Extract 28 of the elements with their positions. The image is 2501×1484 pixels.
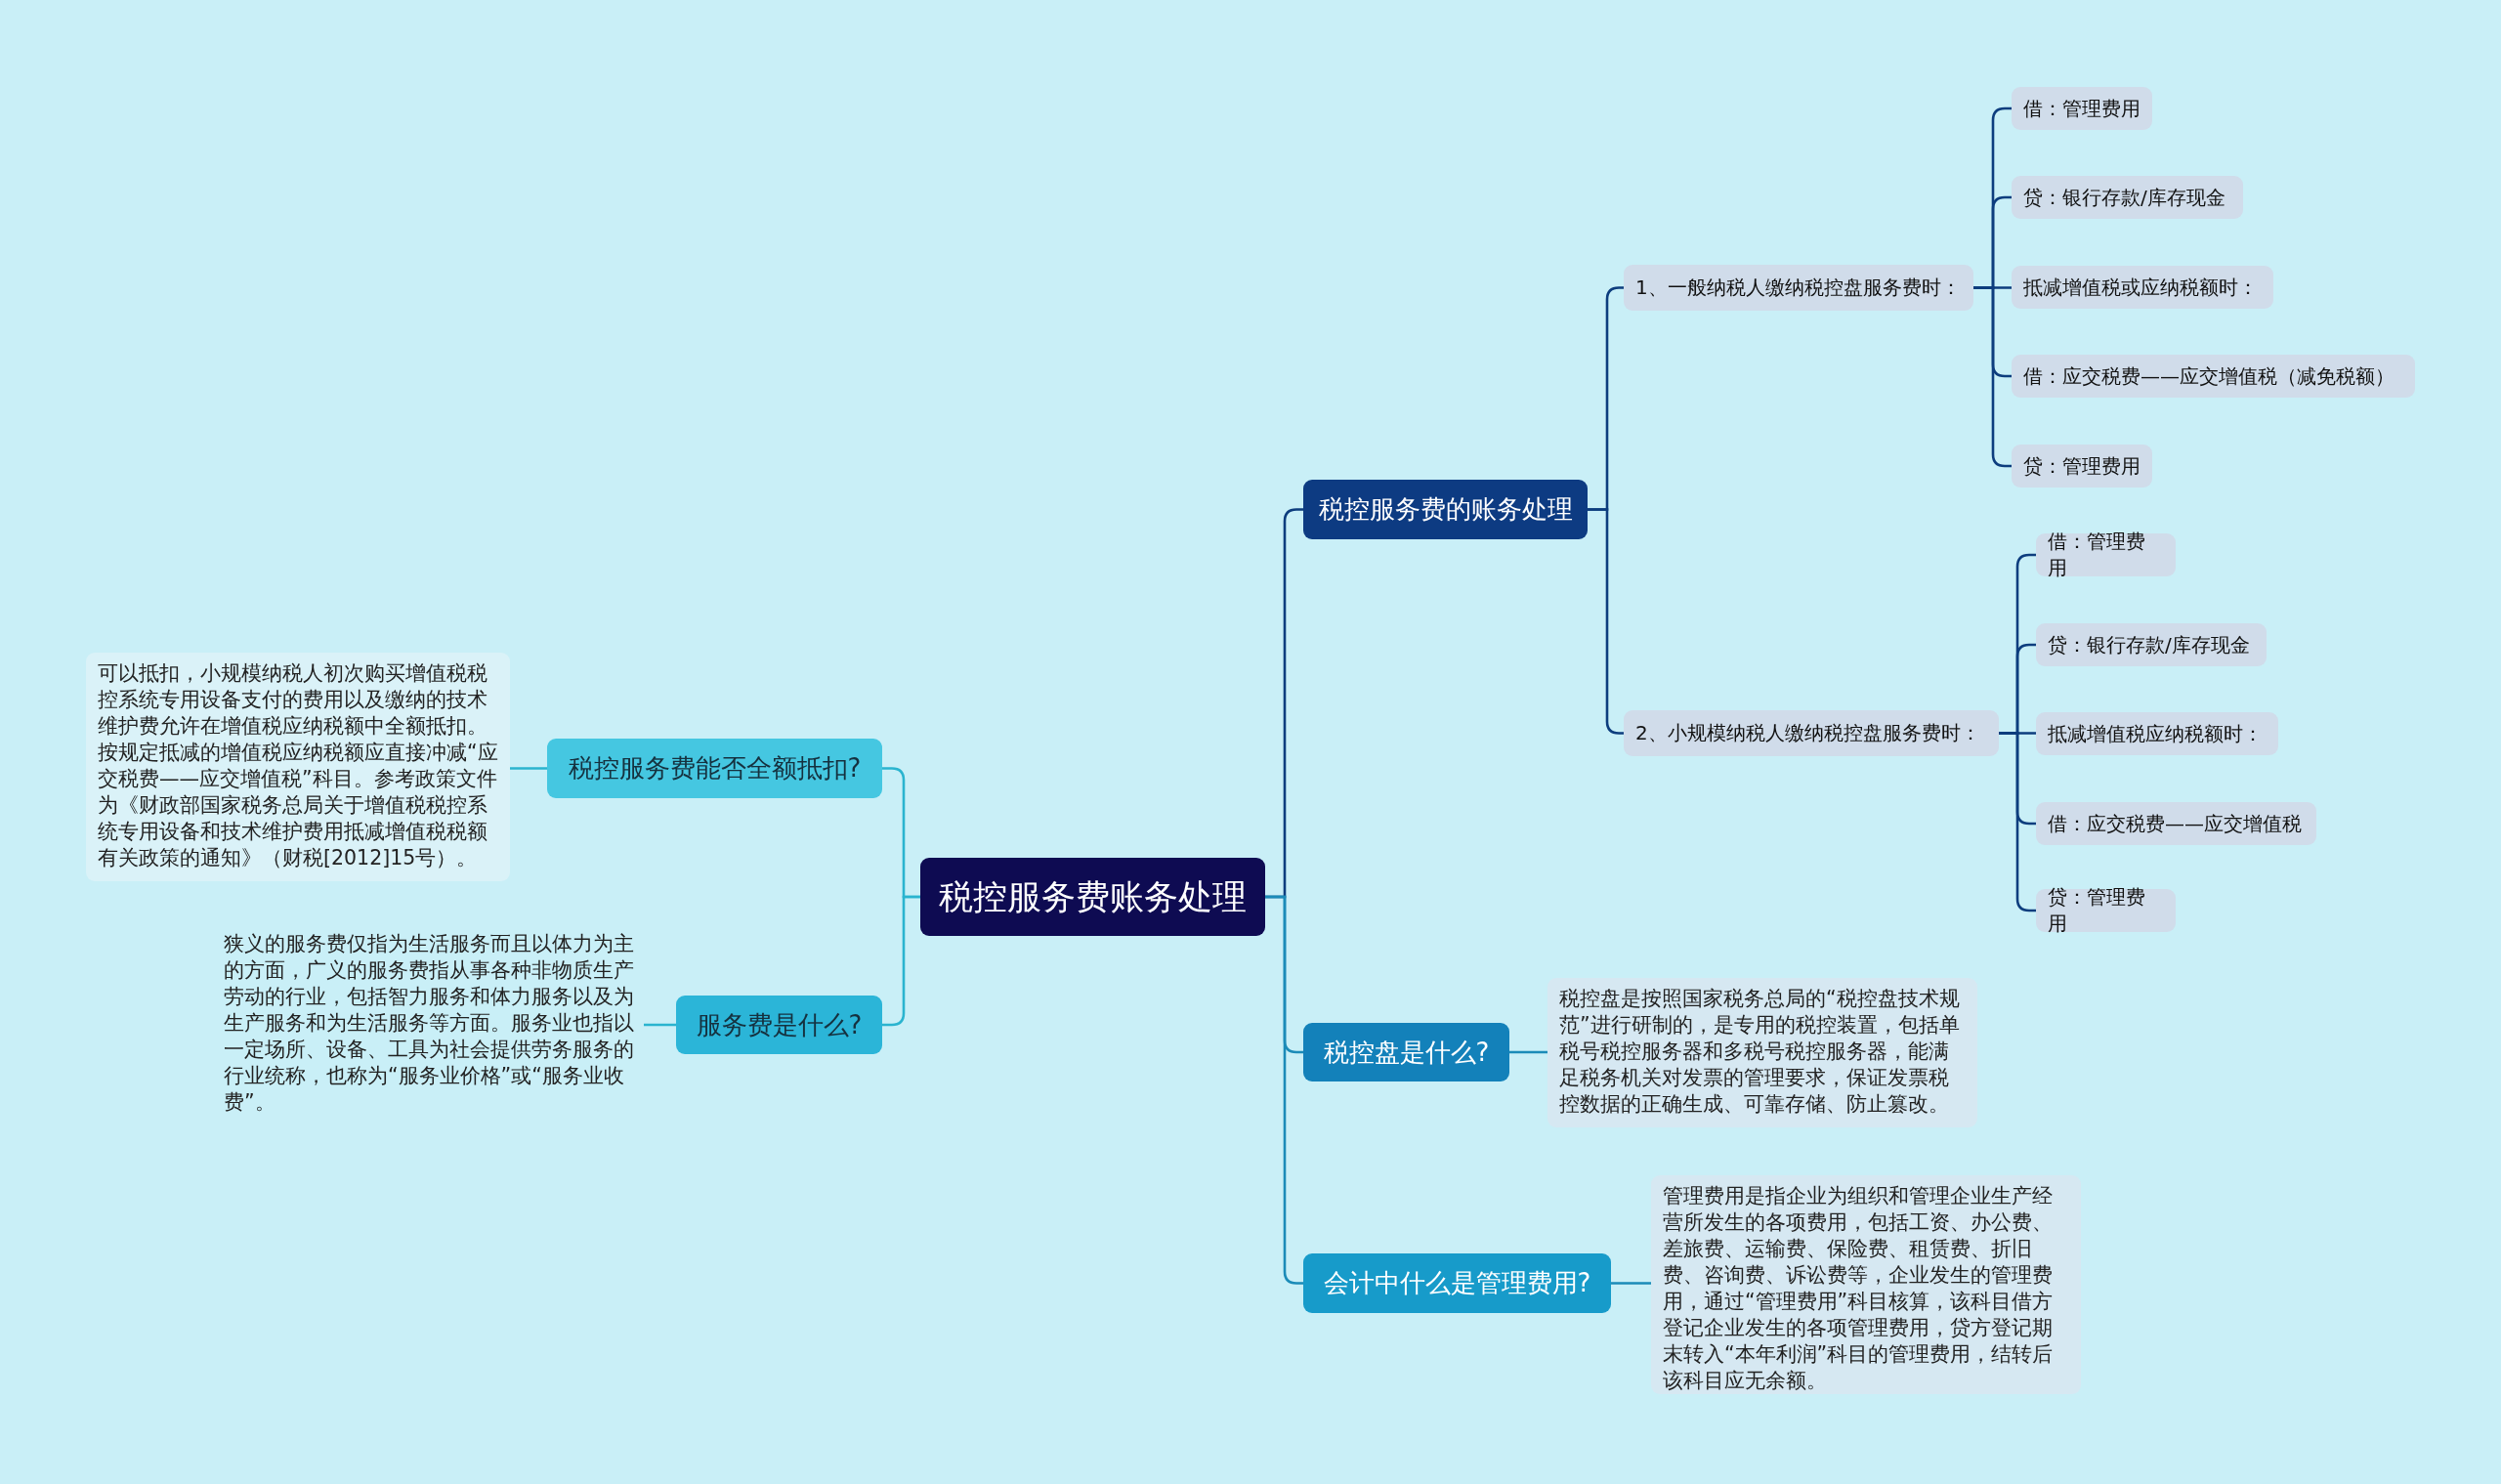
subtopic-box: 2、小规模纳税人缴纳税控盘服务费时： [1624,710,1999,756]
topic-box: 会计中什么是管理费用? [1303,1253,1611,1313]
connector-line [1509,1050,1547,1054]
topic-box: 税控服务费账务处理 [920,858,1265,936]
subtopic-box: 借：管理费用 [2012,87,2152,130]
topic-box: 税控服务费能否全额抵扣? [547,739,882,798]
connector-line [1999,732,2036,912]
topic-box: 税控服务费的账务处理 [1303,480,1588,539]
subtopic-box: 贷：管理费用 [2036,889,2176,932]
subtopic-box: 贷：银行存款/库存现金 [2036,623,2267,666]
subtopic-box: 借：应交税费——应交增值税（减免税额） [2012,355,2415,398]
subtopic-box: 贷：管理费用 [2012,445,2152,488]
subtopic-box: 借：管理费用 [2036,533,2176,576]
connector-line [510,767,547,770]
subtopic-box: 1、一般纳税人缴纳税控盘服务费时： [1624,265,1973,311]
description-box: 税控盘是按照国家税务总局的“税控盘技术规范”进行研制的，是专用的税控装置，包括单税号税控服务器和多税号税控服务器，能满足税务机关对发票的管理要求，保证发票税控数据的正确生成、可靠存储、防止篡改。 [1547,978,1977,1127]
subtopic-box: 抵减增值税应纳税额时： [2036,712,2278,755]
description-text: 狭义的服务费仅指为生活服务而且以体力为主的方面，广义的服务费指从事各种非物质生产劳动的行业，包括智力服务和体力服务以及为生产服务和为生活服务等方面。服务业也指以一定场所、设备、工具为社会提供劳务服务的行业统称，也称为“服务业价格”或“服务业收费”。 [224,931,644,1126]
description-box: 管理费用是指企业为组织和管理企业生产经营所发生的各项费用，包括工资、办公费、差旅费、运输费、保险费、租赁费、折旧费、咨询费、诉讼费等，企业发生的管理费用，通过“管理费用”科目核算，该科目借方登记企业发生的各项管理费用，贷方登记期末转入“本年利润”科目的管理费用，结转后该科目应无余额。 [1651,1175,2081,1394]
connector-line [882,895,920,1027]
topic-box: 服务费是什么? [676,996,882,1054]
connector-line [1611,1282,1651,1285]
description-box: 可以抵扣，小规模纳税人初次购买增值税税控系统专用设备支付的费用以及缴纳的技术维护费允许在增值税应纳税额中全额抵扣。按规定抵减的增值税应纳税额应直接冲减“应交税费——应交增值税”科目。参考政策文件为《财政部国家税务总局关于增值税税控系统专用设备和技术维护费用抵减增值税税额有关政策的通知》（财税[2012]15号）。 [86,653,510,881]
subtopic-box: 借：应交税费——应交增值税 [2036,802,2316,845]
topic-box: 税控盘是什么? [1303,1023,1509,1081]
subtopic-box: 抵减增值税或应纳税额时： [2012,266,2273,309]
connector-line [644,1023,676,1027]
subtopic-box: 贷：银行存款/库存现金 [2012,176,2243,219]
